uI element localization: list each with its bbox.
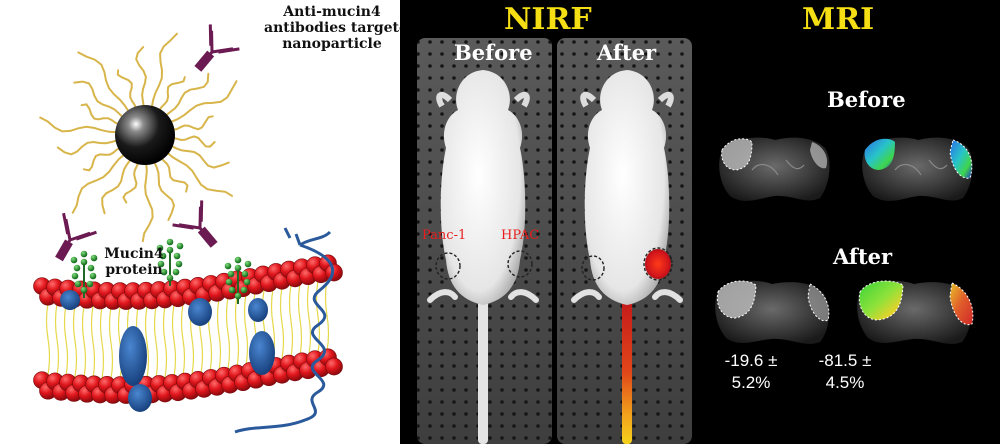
- hpac-tumor-signal: [645, 249, 671, 279]
- nanoparticle-label: Anti-mucin4 antibodies targeted nanopart…: [264, 4, 400, 52]
- mri-before-right: [862, 137, 973, 201]
- transmembrane-helix: [234, 243, 334, 434]
- polymer-strand: [153, 160, 176, 221]
- mucin4-glycan-clusters: [70, 238, 252, 304]
- mri-title: MRI: [802, 2, 875, 37]
- polymer-strand: [164, 72, 210, 117]
- hpac-label: HPAC: [501, 228, 540, 243]
- polymer-strand: [116, 69, 137, 110]
- polymer-strand: [135, 46, 147, 108]
- polymer-strand: [171, 115, 214, 131]
- polymer-strand: [141, 162, 154, 243]
- polymer-strand: [168, 80, 238, 124]
- polymer-strand: [73, 80, 125, 119]
- polymer-strand: [165, 151, 233, 197]
- nirf-before-label: Before: [454, 40, 533, 65]
- mri-stat-hpac: -81.5 ± 4.5%: [818, 351, 872, 392]
- mucin4-protein-label: Mucin4 protein: [104, 246, 164, 278]
- polymer-strand: [77, 51, 130, 114]
- panc1-label: Panc-1: [422, 228, 467, 243]
- lipid-head: [325, 357, 343, 376]
- polymer-strand: [160, 156, 189, 193]
- mri-before-label: Before: [827, 87, 906, 112]
- antibodies: [55, 24, 240, 262]
- lipid-bilayer: [33, 254, 343, 404]
- glycan-cluster: [224, 256, 252, 304]
- roi-panc1-after: [581, 255, 605, 281]
- polymer-strand: [169, 144, 230, 169]
- polymer-strand: [101, 158, 132, 215]
- helix-top-branch: [283, 227, 332, 247]
- mri-stat-panc1: -19.6 ± 5.2%: [724, 351, 778, 392]
- mouse-before: [427, 70, 539, 444]
- polymer-strand: [80, 103, 121, 126]
- polymer-strand: [158, 76, 186, 112]
- mouse-after: [571, 70, 683, 444]
- polymer-strand: [39, 116, 119, 134]
- polymer-strand: [171, 135, 216, 148]
- imaging-graphics: [417, 38, 974, 444]
- nirf-after-label: After: [597, 40, 657, 65]
- membrane-illustration: [33, 24, 343, 434]
- membrane-proteins: [60, 290, 275, 412]
- imaging-panel: NIRF Before After Panc-1 HPAC MRI Before…: [400, 0, 1000, 444]
- nirf-title: NIRF: [504, 2, 592, 37]
- roi-panc1-before: [435, 252, 461, 280]
- mri-before-left: [719, 137, 830, 201]
- polymer-strand: [150, 32, 178, 109]
- polymer-strand: [122, 161, 140, 204]
- roi-hpac-before: [507, 250, 533, 278]
- antibody: [172, 200, 218, 248]
- antibody: [55, 212, 97, 262]
- nanoparticle-schematic-panel: Anti-mucin4 antibodies targeted nanopart…: [0, 0, 400, 444]
- polymer-strand: [82, 146, 122, 172]
- glycan-cluster: [70, 250, 98, 298]
- antibody: [194, 24, 240, 72]
- mri-after-left: [715, 280, 830, 344]
- mri-after-label: After: [833, 244, 893, 269]
- glycan-cluster: [156, 238, 184, 286]
- nanoparticle-core: [115, 105, 175, 165]
- polymer-strand: [71, 153, 126, 214]
- polymer-strand: [56, 139, 119, 156]
- tail-fluorescence: [622, 300, 632, 444]
- polymer-strands: [39, 32, 238, 243]
- mri-after-right: [857, 280, 974, 344]
